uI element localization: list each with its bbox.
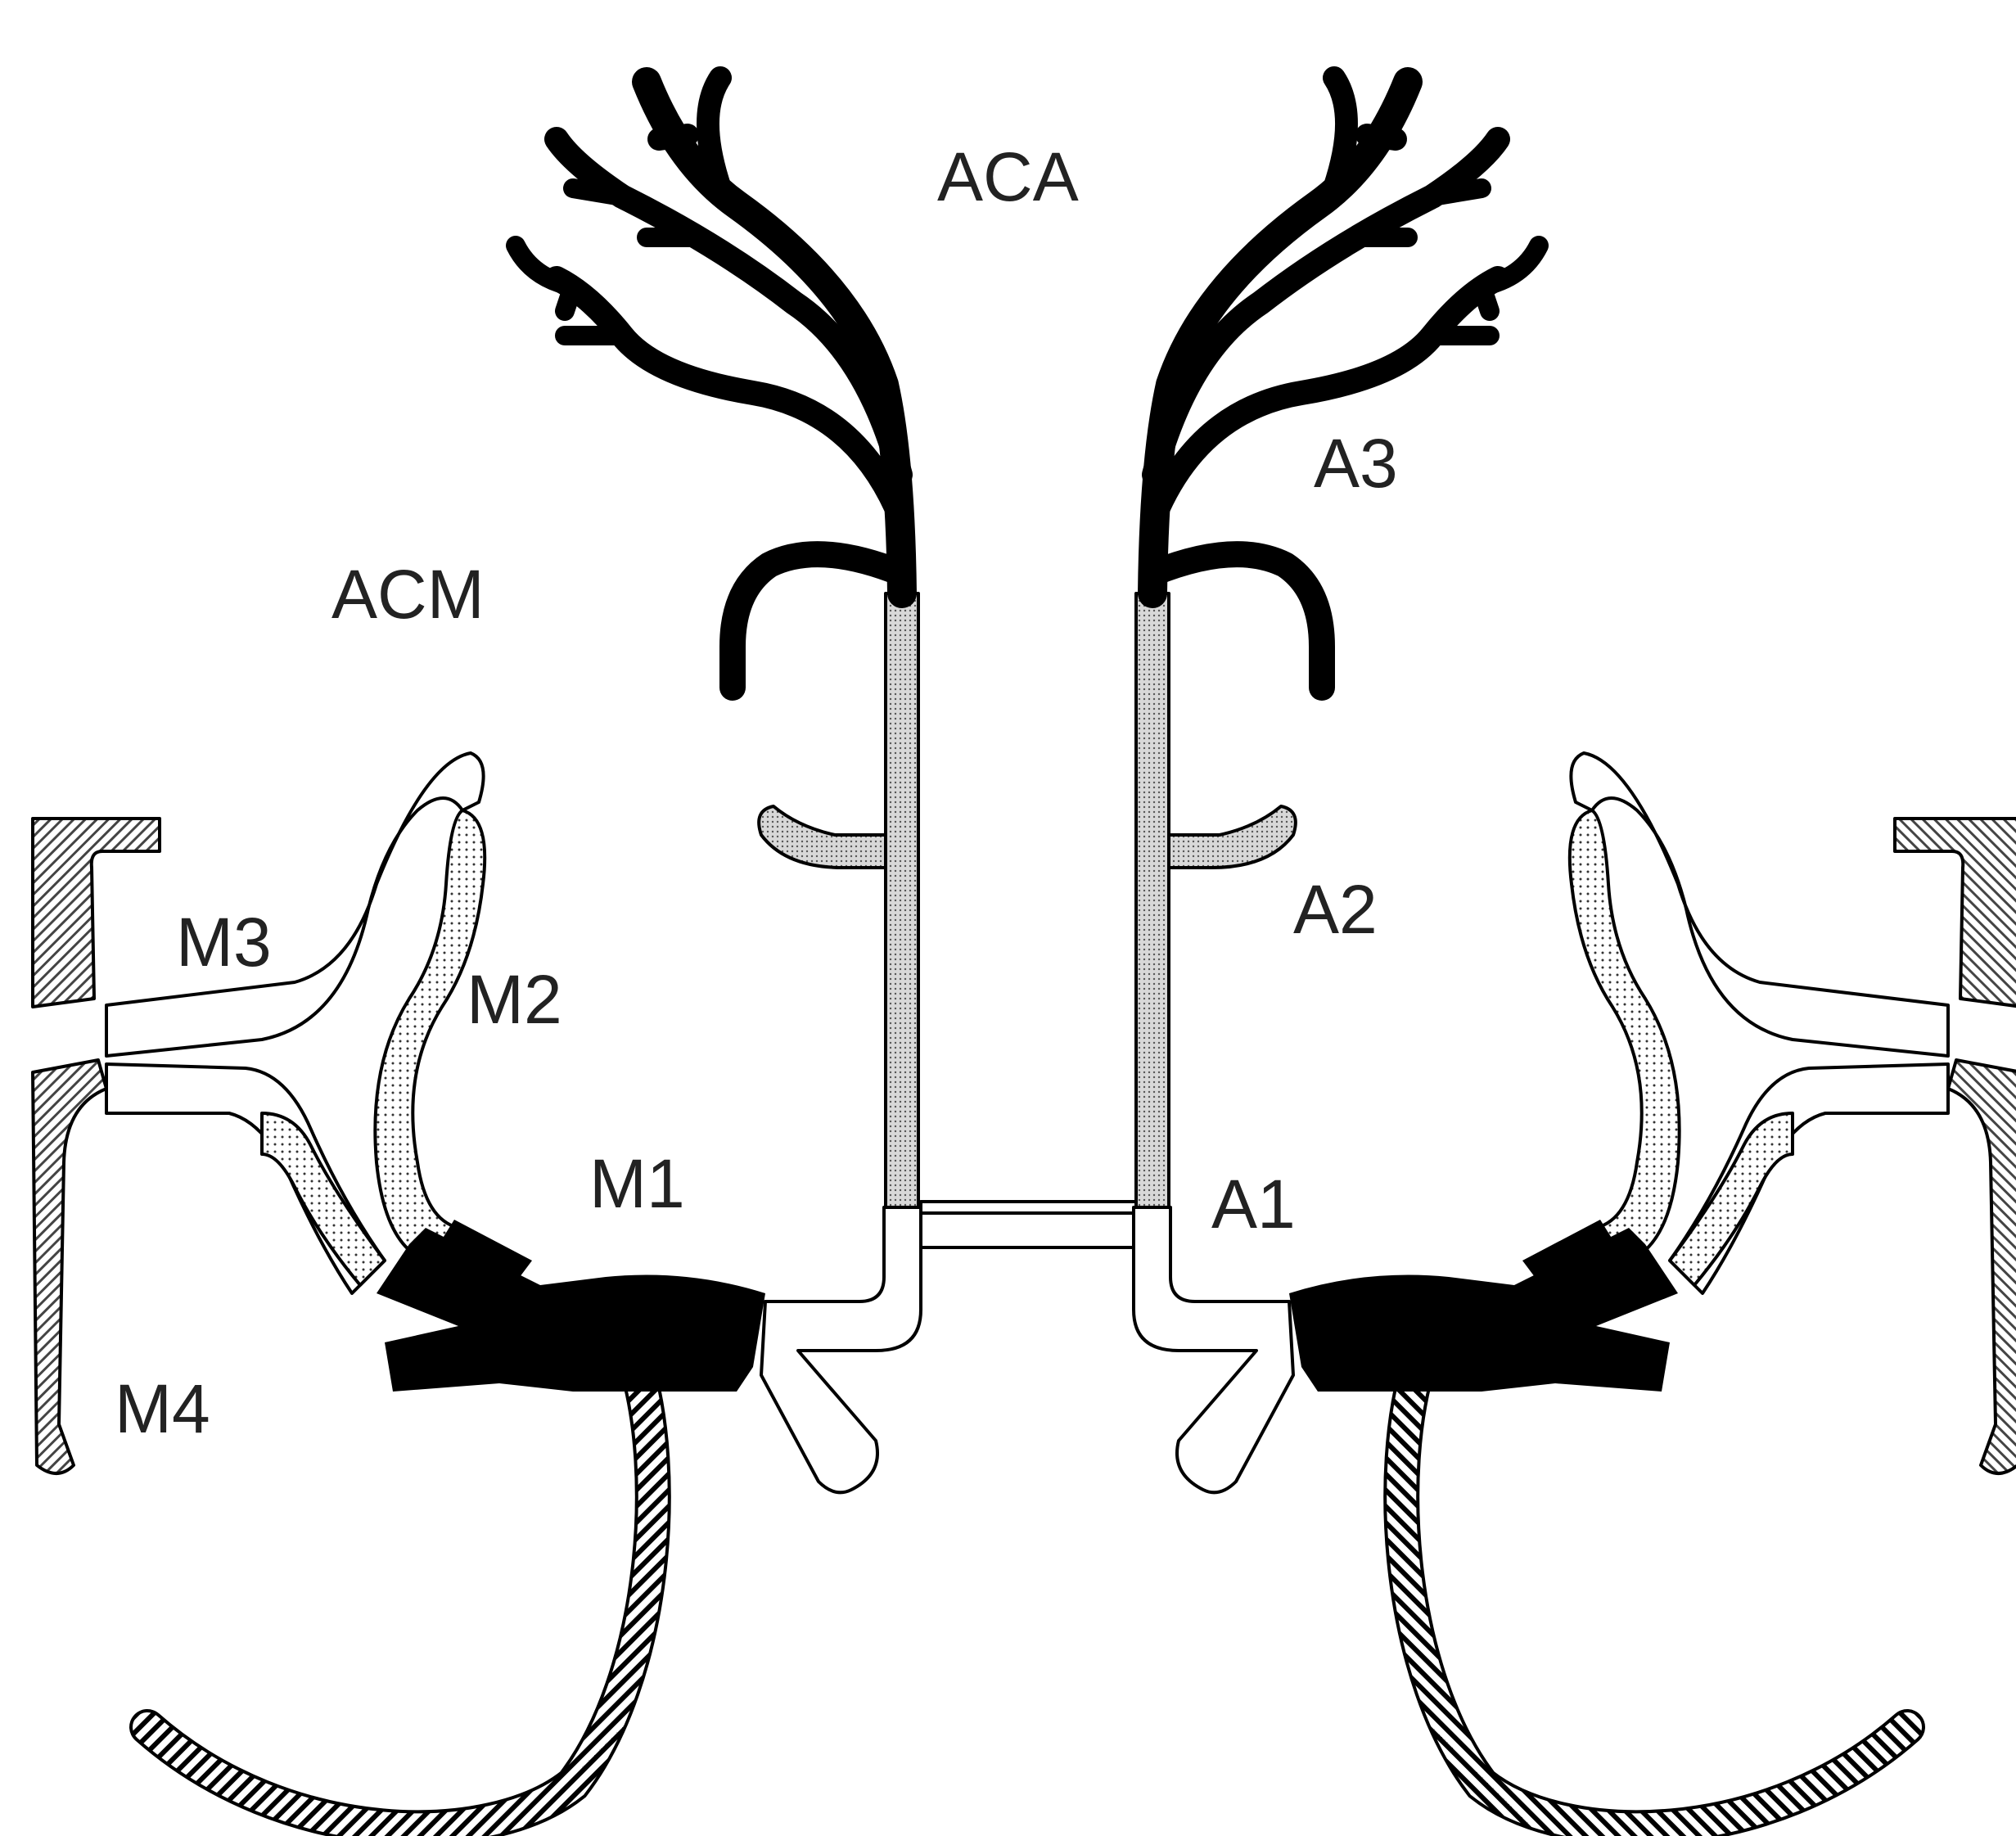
label-m4: M4 (115, 1370, 210, 1447)
label-a2: A2 (1293, 871, 1378, 948)
label-m2: M2 (467, 961, 562, 1038)
label-m3: M3 (176, 904, 272, 981)
label-a1: A1 (1211, 1166, 1296, 1243)
right-posterior-communicating-artery (1401, 1359, 1907, 1828)
left-m2-segment (262, 810, 485, 1285)
label-acm: ACM (331, 556, 485, 633)
left-a3-branches (516, 78, 902, 688)
right-m4-segment (1895, 819, 2016, 1473)
right-internal-carotid (1134, 1207, 1293, 1492)
left-internal-carotid (761, 1207, 921, 1492)
right-m1-segment (1289, 1220, 1678, 1392)
left-m1-segment (377, 1220, 765, 1392)
anterior-communicating-artery (921, 1202, 1138, 1247)
right-a2-segment (1136, 593, 1296, 1207)
left-posterior-communicating-artery (147, 1359, 653, 1828)
label-aca: ACA (937, 138, 1079, 215)
left-a2-segment (759, 593, 918, 1207)
label-a3: A3 (1314, 425, 1398, 502)
label-m1: M1 (589, 1145, 685, 1222)
left-hemisphere (33, 78, 921, 1828)
right-a3-branches (1152, 78, 1539, 688)
right-hemisphere (1134, 78, 2016, 1828)
right-m2-segment (1570, 810, 1793, 1285)
